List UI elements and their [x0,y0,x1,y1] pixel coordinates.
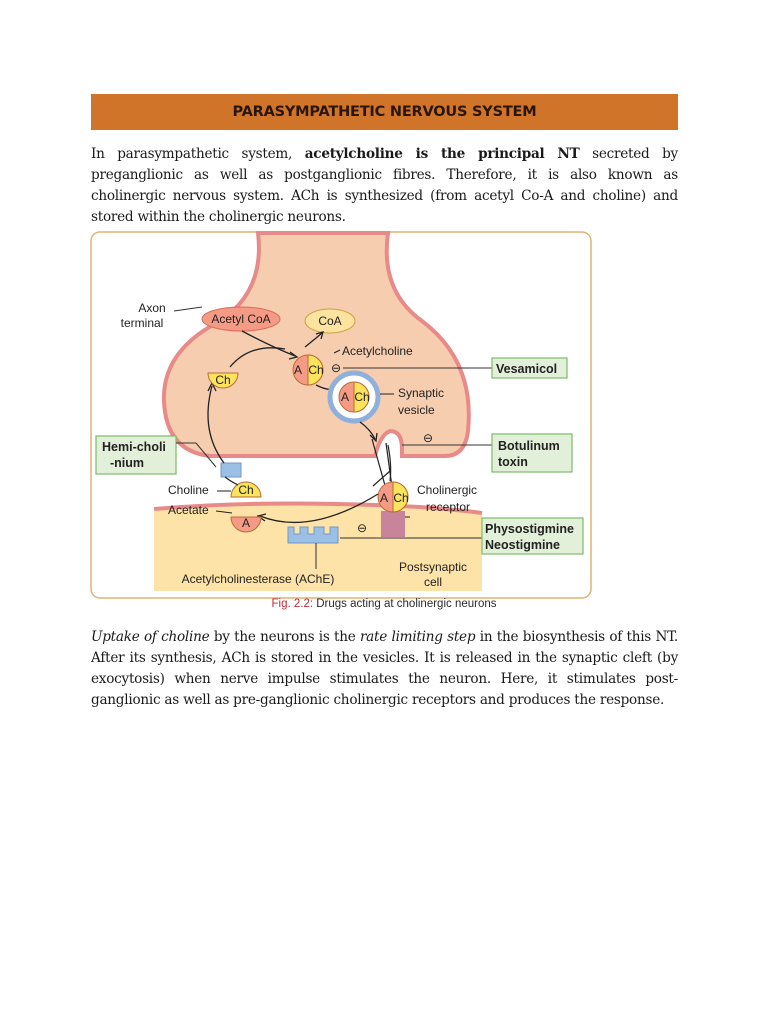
vesamicol-label: Vesamicol [496,362,557,376]
section-header-bar: PARASYMPATHETIC NERVOUS SYSTEM [91,94,678,130]
physostigmine-label: Physostigmine [485,522,574,536]
terminal-ch-label: Ch [215,373,230,387]
axon-terminal [161,231,471,458]
receptor-a-label: A [380,491,388,505]
caption-text: Drugs acting at cholinergic neurons [313,598,497,610]
uptake-text-italic-2: rate limiting step [359,629,476,645]
release-arrow [359,421,376,440]
coa-ellipse [304,308,356,334]
hemicholinium-box [95,435,177,475]
released-arrow-1 [371,438,387,490]
uptake-text-1: by the neurons is the [209,629,360,645]
choline-transporter [220,462,242,478]
section-title: PARASYMPATHETIC NERVOUS SYSTEM [232,104,537,120]
uptake-paragraph: Uptake of choline by the neurons is the … [91,627,678,711]
coa-arrowhead [315,331,324,340]
cholinergic-neuron-figure: Acetyl CoA CoA Axon terminal A Ch Acetyl… [90,231,592,599]
uptake-text-italic-1: Uptake of choline [91,629,210,645]
release-arrowhead [369,432,378,443]
acetylcholine-leader [333,349,341,354]
choline-ch-label: Ch [238,483,253,497]
vesamicol-inhibit-symbol: ⊖ [331,361,341,375]
receptor-ch-label: Ch [393,491,408,505]
acetate-molecule [230,516,262,533]
receptor-ach-choline-half [392,481,409,513]
uptake-arrow-lower [224,476,239,486]
released-arrow-3 [372,470,391,487]
intro-text-bold: acetylcholine is the principal NT [304,146,580,162]
cholinergic-receptor-base [381,511,405,537]
uptake-text-2: in the biosynthesis of this NT. After it… [91,629,678,708]
botulinum-label-1: Botulinum [498,439,560,453]
acetyl-coa-label: Acetyl CoA [211,312,270,326]
synaptic-vesicle-label-1: Synaptic [398,386,444,400]
intro-text-2: secreted by preganglionic as well as pos… [91,146,678,225]
acetate-label: Acetate [168,503,209,517]
released-curve [387,444,392,482]
cholinergic-receptor-label-2: receptor [426,500,470,514]
intro-text-1: In parasympathetic system, [91,146,305,162]
acetylcholine-label: Acetylcholine [342,344,413,358]
axon-terminal-leader [173,306,203,312]
choline-label: Choline [168,483,209,497]
released-arrow-2 [385,442,393,488]
uptake-arrow [207,385,225,464]
vesicle-ach-choline-half [353,381,370,413]
cholinergic-receptor-label-1: Cholinergic [417,483,477,497]
acetate-leader [215,510,233,514]
hemicholinium-label-2: -nium [110,456,144,470]
physostigmine-inhibit-symbol: ⊖ [357,521,367,535]
ache-label: Acetylcholinesterase (AChE) [182,572,335,586]
choline-to-ach-arrow [229,347,286,368]
caption-number: Fig. 2.2: [271,598,314,610]
hemicholinium-label-1: Hemi-choli [102,440,166,454]
synthesis-arrow [241,330,296,357]
vesamicol-box [491,357,568,379]
choline-molecule [230,481,262,498]
physostigmine-box [481,517,584,555]
vesicle-a-label: A [341,390,349,404]
synaptic-vesicle-label-2: vesicle [398,403,435,417]
hydrolysis-arrowhead [256,513,267,522]
terminal-choline-molecule [207,372,239,389]
acetyl-coa-ellipse [201,306,281,332]
ach-ch-label: Ch [308,363,323,377]
hemicholinium-leader-2 [195,442,217,468]
postsynaptic-label-2: cell [424,575,442,589]
hydrolysis-arrow [259,493,379,524]
axon-terminal-label-2: terminal [121,316,164,330]
postsynaptic-label-1: Postsynaptic [399,560,467,574]
botulinum-box [491,433,573,473]
intro-paragraph: In parasympathetic system, acetylcholine… [91,144,678,228]
ach-choline-half [307,354,324,386]
neostigmine-label: Neostigmine [485,538,560,552]
acetate-a-label: A [242,516,250,530]
coa-label: CoA [318,314,341,328]
coa-arrow [304,332,323,348]
vesicle-ch-label: Ch [354,390,369,404]
botulinum-label-2: toxin [498,455,528,469]
axon-terminal-label-1: Axon [138,301,165,315]
ach-a-label: A [294,363,302,377]
synthesis-arrowhead [288,351,299,360]
figure-caption: Fig. 2.2: Drugs acting at cholinergic ne… [0,598,768,610]
ache-enzyme [287,526,339,544]
botulinum-inhibit-symbol: ⊖ [423,431,433,445]
